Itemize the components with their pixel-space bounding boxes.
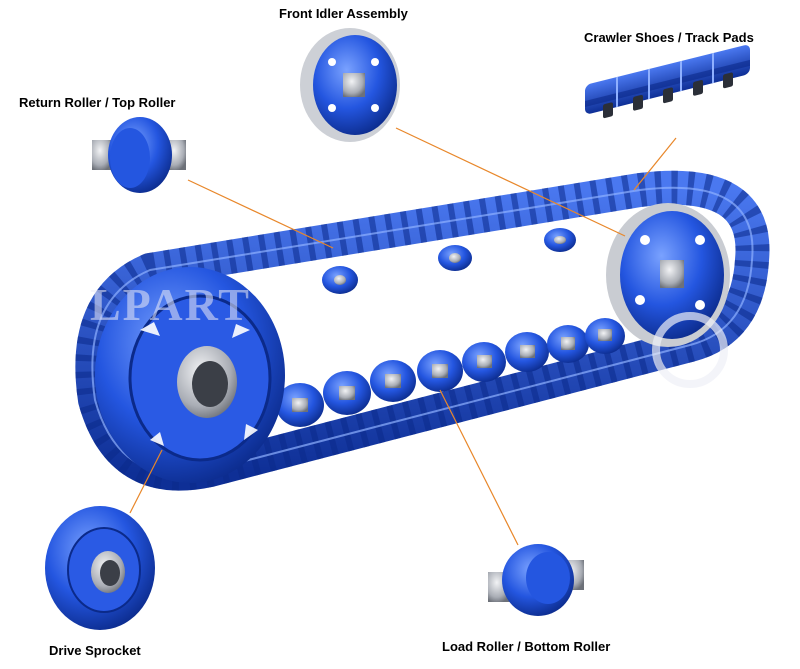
bottom-roller [323, 371, 371, 415]
leader-return-roller [187, 179, 334, 249]
bottom-roller [370, 360, 416, 402]
bottom-roller [505, 332, 549, 372]
bottom-roller [547, 325, 589, 363]
bottom-roller [417, 350, 463, 392]
leader-crawler-shoes [633, 137, 677, 191]
top-roller [438, 245, 472, 271]
label-drive-sprocket: Drive Sprocket [49, 643, 141, 658]
return-roller-part [92, 117, 186, 193]
bottom-rollers [276, 318, 625, 427]
label-crawler-shoes: Crawler Shoes / Track Pads [584, 30, 754, 45]
watermark-text: LPART [90, 279, 251, 330]
front-idler-part [300, 28, 400, 142]
drive-sprocket-part [45, 506, 155, 630]
label-load-roller: Load Roller / Bottom Roller [442, 639, 611, 654]
drive-sprocket-wheel [95, 267, 285, 483]
track-assembly [75, 170, 770, 491]
leader-load-roller [439, 389, 519, 546]
crawler-shoes-part [585, 45, 750, 119]
load-roller-part [488, 544, 584, 616]
leader-drive-sprocket [129, 449, 163, 514]
bottom-roller [585, 318, 625, 354]
watermark-ring [652, 312, 728, 388]
label-front-idler: Front Idler Assembly [279, 6, 408, 21]
front-idler-wheel [606, 203, 730, 347]
top-roller [322, 266, 358, 294]
leader-lines [129, 127, 677, 546]
top-roller [544, 228, 576, 252]
bottom-roller [276, 383, 324, 427]
leader-front-idler [395, 127, 626, 237]
label-return-roller: Return Roller / Top Roller [19, 95, 176, 110]
bottom-roller [462, 342, 506, 382]
